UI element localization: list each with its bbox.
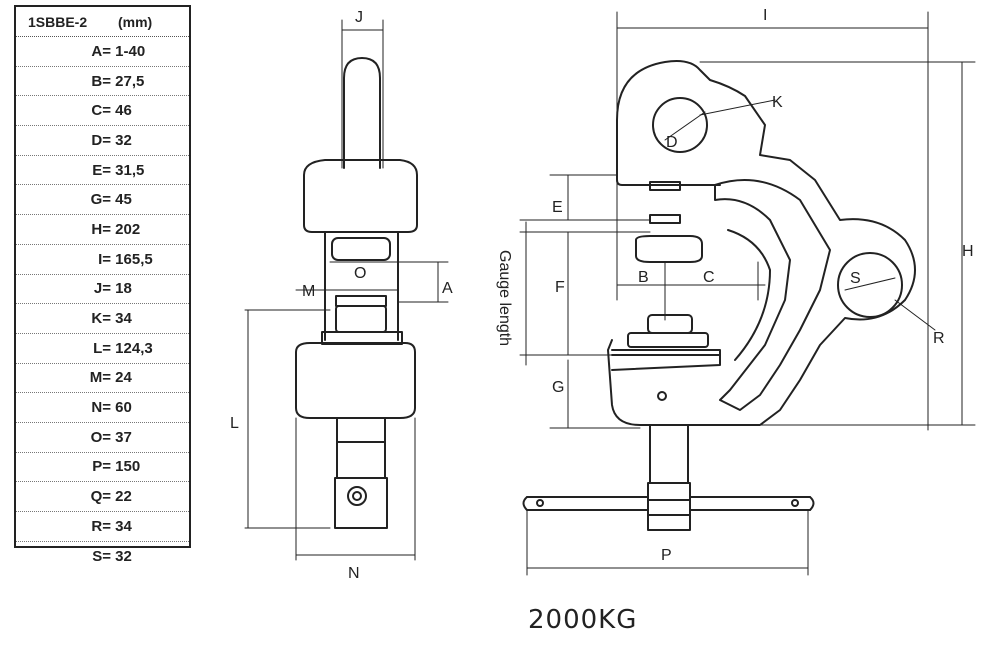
spec-table-header: 1SBBE-2 (mm) [16,7,189,37]
inner-channel [714,179,831,411]
dim-h: H [962,243,974,260]
spec-value: 46 [115,102,132,120]
spec-label: C= [91,102,111,120]
dim-k: K [772,94,783,111]
spec-value: 34 [115,517,132,535]
dim-n: N [348,565,360,582]
spec-row: Q= 22 [16,482,189,512]
spec-label: P= [92,458,111,476]
spec-value: 150 [115,458,141,476]
spec-row: G= 45 [16,185,189,216]
dim-j: J [355,9,363,26]
spec-label: Q= [90,488,111,506]
spec-value: 124,3 [115,339,153,357]
spec-value: 24 [115,369,132,387]
front-view [519,11,976,576]
capacity-caption: 2000KG [528,605,638,635]
spec-row: B= 27,5 [16,67,189,97]
spec-label: L= [93,339,111,357]
spec-label: J= [93,280,111,298]
spec-value: 37 [115,428,132,446]
spec-value: 27,5 [115,72,145,90]
dim-b: B [638,269,649,286]
spec-row: L= 124,3 [16,334,189,364]
spec-label: S= [92,547,111,565]
dim-r: R [933,330,945,347]
spec-row: A= 1-40 [16,37,189,67]
spec-value: 32 [115,547,132,565]
spec-row: C= 46 [16,96,189,127]
dim-p: P [661,547,672,564]
spec-value: 32 [115,131,132,149]
spec-row: K= 34 [16,304,189,334]
unit-label: (mm) [118,13,153,30]
spec-label: B= [91,72,111,90]
dim-m: M [302,283,315,300]
model-name: 1SBBE-2 [28,13,88,30]
spec-value: 60 [115,399,132,417]
spec-label: G= [90,191,111,209]
spec-label: E= [92,161,111,179]
spec-label: M= [89,369,111,387]
spec-value: 1-40 [115,42,146,60]
spec-label: H= [91,220,111,238]
hex-nut [647,482,691,531]
dim-a: A [442,280,453,297]
spec-value: 45 [115,191,132,209]
side-hole [837,252,903,318]
top-hole [652,97,708,153]
dim-o: O [354,265,366,282]
spec-label: R= [91,517,111,535]
dim-s: S [850,270,861,287]
lifting-eye [343,57,381,169]
spec-row: R= 34 [16,512,189,542]
spec-value: 165,5 [115,250,153,268]
dim-e: E [552,199,563,216]
side-top-block [303,159,418,233]
dim-l: L [230,415,239,432]
spec-row: N= 60 [16,393,189,423]
side-view [244,19,449,561]
front-shaft [649,424,689,484]
t-handle [526,496,811,511]
spec-value: 31,5 [115,161,145,179]
spec-row: I= 165,5 [16,245,189,275]
side-hex-end [334,477,388,529]
spec-label: O= [90,428,111,446]
dim-c: C [703,269,715,286]
gauge-length-label: Gauge length [496,250,513,346]
spec-label: K= [91,310,111,328]
spec-row: H= 202 [16,215,189,245]
spec-value: 22 [115,488,132,506]
spec-row: E= 31,5 [16,156,189,186]
spec-row: D= 32 [16,126,189,156]
spec-value: 202 [115,220,141,238]
dim-d: D [666,134,678,151]
spec-row: J= 18 [16,275,189,305]
spec-label: N= [91,399,111,417]
spec-row: M= 24 [16,364,189,394]
spec-label: D= [91,131,111,149]
spec-row: S= 32 [16,542,189,571]
side-shaft [336,417,386,479]
spec-label: A= [91,42,111,60]
dim-f: F [555,279,565,296]
spec-value: 18 [115,280,132,298]
spec-value: 34 [115,310,132,328]
clamp-body [607,60,916,426]
side-bottom-block [295,342,416,419]
spec-row: P= 150 [16,453,189,483]
dim-i: I [763,7,767,24]
side-upper-jaw [331,237,391,261]
dim-g: G [552,379,564,396]
spec-row: O= 37 [16,423,189,453]
spec-label: I= [98,250,111,268]
